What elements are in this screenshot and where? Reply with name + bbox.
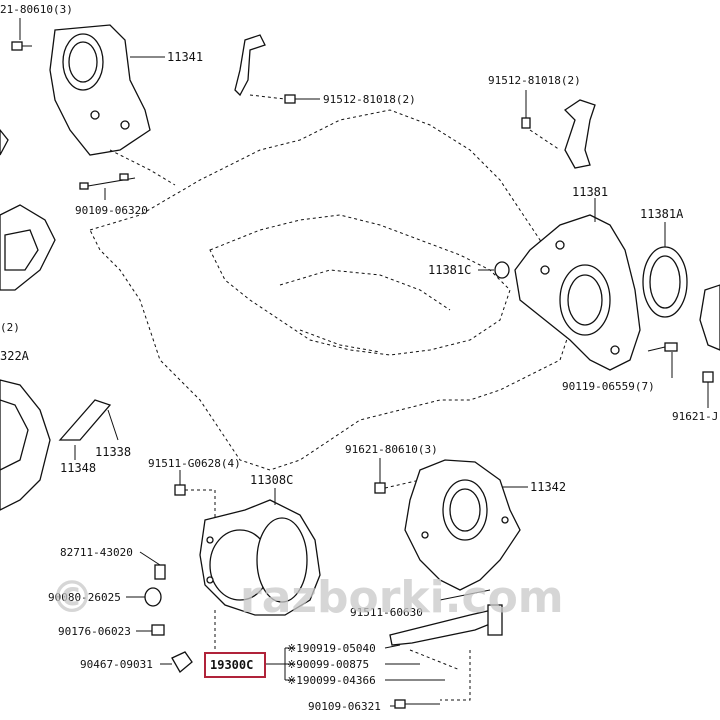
label-91511-g0628[interactable]: 91511-G0628(4) — [148, 457, 241, 470]
label-91621-right[interactable]: 91621-J — [672, 410, 718, 423]
engine-block-outline — [89, 109, 571, 471]
label-11381C[interactable]: 11381C — [428, 263, 471, 277]
bracket-hook-right — [521, 99, 596, 169]
part-90109-06321-stud — [394, 699, 440, 709]
watermark: © razborki.com — [50, 572, 564, 623]
part-left-fragment — [0, 128, 9, 156]
label-left-2[interactable]: (2) — [0, 321, 20, 334]
part-90176-nut — [151, 624, 165, 636]
label-90467[interactable]: 90467-09031 — [80, 658, 153, 671]
part-11341[interactable] — [49, 24, 151, 156]
label-322A[interactable]: 322A — [0, 349, 30, 363]
part-left-partial-lower — [0, 379, 51, 511]
label-90176[interactable]: 90176-06023 — [58, 625, 131, 638]
label-190099[interactable]: ※190099-04366 — [287, 674, 376, 687]
label-11381[interactable]: 11381 — [572, 185, 608, 199]
bolt-icon — [647, 342, 678, 352]
watermark-text: razborki.com — [240, 572, 564, 623]
part-82711-clip — [154, 564, 166, 580]
part-11381[interactable] — [514, 214, 641, 371]
bolt-icon — [11, 41, 32, 51]
label-91511-60630[interactable]: 91511-60630 — [350, 606, 423, 619]
label-90080[interactable]: 90080-26025 — [48, 591, 121, 604]
part-11381C-ring[interactable] — [494, 261, 510, 279]
bracket-hook-top — [234, 34, 320, 104]
highlight-box-19300C — [204, 652, 266, 678]
bolt-icon — [374, 482, 386, 494]
part-right-partial — [699, 284, 720, 383]
label-90119[interactable]: 90119-06559(7) — [562, 380, 655, 393]
label-190919[interactable]: ※190919-05040 — [287, 642, 376, 655]
label-90109-06320[interactable]: 90109-06320 — [75, 204, 148, 217]
label-19300C[interactable]: 19300C — [210, 658, 253, 672]
part-90467-clamp — [171, 651, 193, 673]
part-90080-plug — [144, 587, 162, 607]
label-82711[interactable]: 82711-43020 — [60, 546, 133, 559]
label-11341[interactable]: 11341 — [167, 50, 203, 64]
label-11338[interactable]: 11338 — [95, 445, 131, 459]
part-sensor-pipe — [389, 589, 503, 646]
part-11348-bracket[interactable] — [58, 399, 112, 441]
label-11348[interactable]: 11348 — [60, 461, 96, 475]
watermark-symbol: © — [50, 572, 94, 623]
labels-layer: 21-80610(3) 11341 91512-81018(2) 91512-8… — [0, 3, 718, 713]
label-11342[interactable]: 11342 — [530, 480, 566, 494]
label-91621-mid[interactable]: 91621-80610(3) — [345, 443, 438, 456]
label-90099[interactable]: ※90099-00875 — [287, 658, 369, 671]
part-left-partial-upper — [0, 204, 56, 291]
part-11381A-seal[interactable] — [642, 246, 688, 318]
label-90109-06321[interactable]: 90109-06321 — [308, 700, 381, 713]
bolt-icon — [174, 484, 186, 496]
part-11308C[interactable] — [199, 499, 321, 616]
label-91512-b[interactable]: 91512-81018(2) — [488, 74, 581, 87]
label-top-left-bolt[interactable]: 21-80610(3) — [0, 3, 73, 16]
label-91512-a[interactable]: 91512-81018(2) — [323, 93, 416, 106]
label-11381A[interactable]: 11381A — [640, 207, 684, 221]
stud-icon — [79, 173, 136, 190]
label-11308C[interactable]: 11308C — [250, 473, 293, 487]
part-11342[interactable] — [404, 459, 521, 591]
